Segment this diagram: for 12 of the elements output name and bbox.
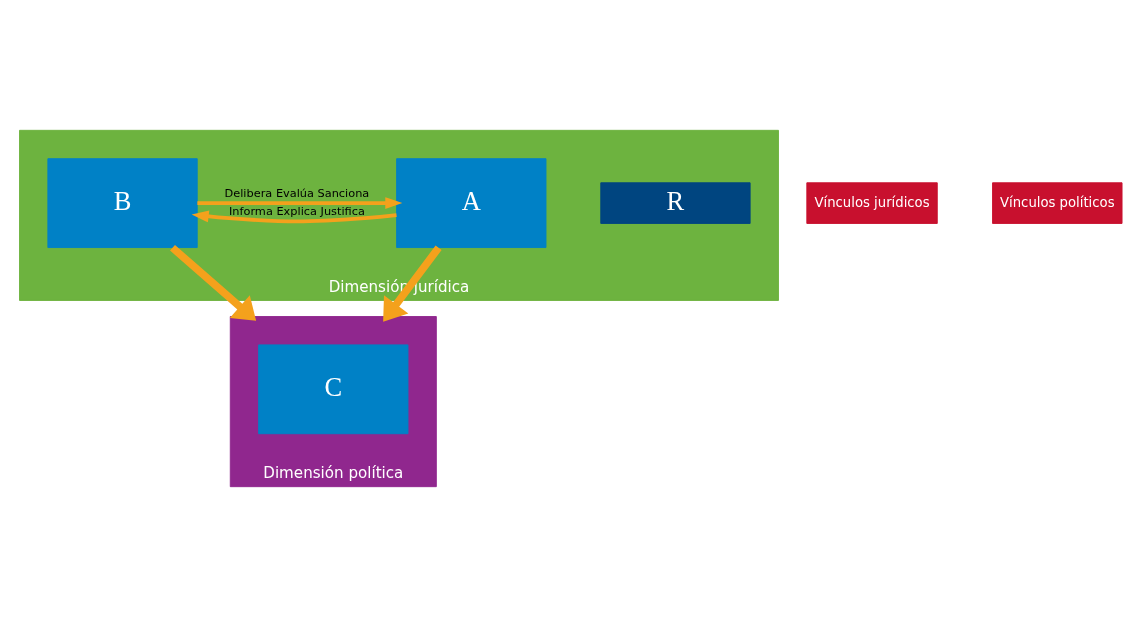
edge-label: Informa Explica Justifica xyxy=(228,204,365,219)
arrow xyxy=(191,210,397,224)
edge-label: Delibera Evalúa Sanciona xyxy=(224,186,370,201)
arrow xyxy=(170,244,257,321)
arrow xyxy=(383,245,442,322)
node-box: R xyxy=(600,182,751,224)
node-box: Vínculos políticos xyxy=(992,182,1123,224)
node-box: Vínculos jurídicos xyxy=(806,182,938,224)
node-box: B xyxy=(47,158,198,248)
arrow xyxy=(197,197,403,210)
node-box: C xyxy=(258,344,409,435)
node-box: A xyxy=(396,158,547,248)
